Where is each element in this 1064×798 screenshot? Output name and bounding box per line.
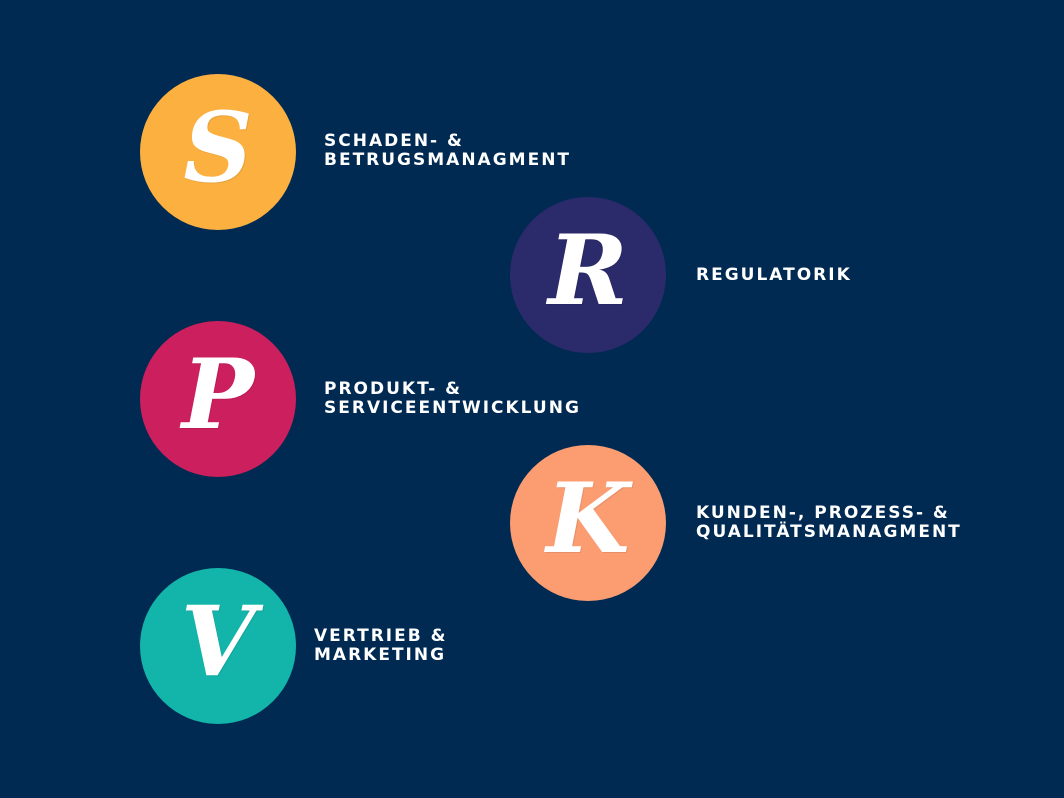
- label-line: Vertrieb &: [314, 626, 448, 646]
- category-label-vertrieb: Vertrieb & Marketing: [314, 627, 447, 665]
- badge-letter-p: P: [181, 338, 255, 451]
- category-regulatorik: R Regulatorik: [510, 197, 852, 353]
- letter-badge-r: R: [510, 197, 666, 353]
- letter-badge-k: K: [510, 445, 666, 601]
- label-line: Serviceentwicklung: [324, 398, 581, 418]
- category-label-schaden: Schaden- & Betrugsmanagment: [324, 132, 571, 170]
- category-label-produkt: Produkt- & Serviceentwicklung: [324, 380, 581, 418]
- label-line: Schaden- &: [324, 131, 464, 151]
- label-line: Regulatorik: [696, 264, 852, 285]
- label-line: Kunden-, Prozess- &: [696, 503, 950, 523]
- label-line: Produkt- &: [324, 379, 462, 399]
- badge-letter-s: S: [183, 91, 253, 204]
- label-line: Qualitätsmanagment: [696, 522, 962, 542]
- letter-badge-p: P: [140, 321, 296, 477]
- category-label-regulatorik: Regulatorik: [696, 264, 852, 285]
- category-schaden: S Schaden- & Betrugsmanagment: [140, 74, 571, 230]
- category-label-kunden: Kunden-, Prozess- & Qualitätsmanagment: [696, 504, 962, 542]
- category-vertrieb: V Vertrieb & Marketing: [140, 568, 447, 724]
- badge-letter-v: V: [180, 585, 256, 698]
- badge-letter-r: R: [548, 214, 628, 327]
- letter-badge-v: V: [140, 568, 296, 724]
- category-kunden: K Kunden-, Prozess- & Qualitätsmanagment: [510, 445, 962, 601]
- badge-letter-k: K: [546, 462, 630, 575]
- letter-badge-s: S: [140, 74, 296, 230]
- label-line: Betrugsmanagment: [324, 150, 572, 170]
- category-produkt: P Produkt- & Serviceentwicklung: [140, 321, 581, 477]
- label-line: Marketing: [314, 645, 447, 665]
